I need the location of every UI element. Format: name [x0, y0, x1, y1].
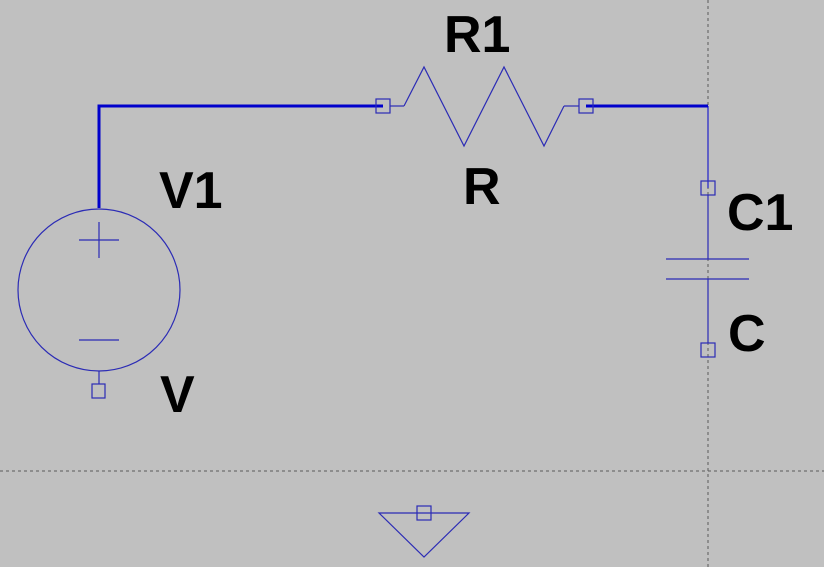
- resistor-icon[interactable]: [390, 65, 579, 148]
- v1-reference-label: V1: [159, 162, 223, 220]
- r1-left-pin[interactable]: [375, 98, 391, 114]
- capacitor-icon[interactable]: [666, 195, 749, 343]
- v1-value-label: V: [160, 366, 195, 424]
- v1-negative-pin[interactable]: [91, 383, 106, 399]
- r1-reference-label: R1: [444, 6, 511, 64]
- r1-value-label: R: [463, 158, 501, 216]
- c1-bottom-pin[interactable]: [700, 342, 716, 358]
- wire-v1-to-r1[interactable]: [97, 104, 383, 208]
- r1-right-pin[interactable]: [578, 98, 594, 114]
- ground-icon[interactable]: [377, 512, 471, 558]
- c1-value-label: C: [728, 305, 766, 363]
- ground-pin[interactable]: [416, 505, 432, 521]
- c1-reference-label: C1: [727, 184, 794, 242]
- voltage-source-icon[interactable]: [17, 208, 181, 384]
